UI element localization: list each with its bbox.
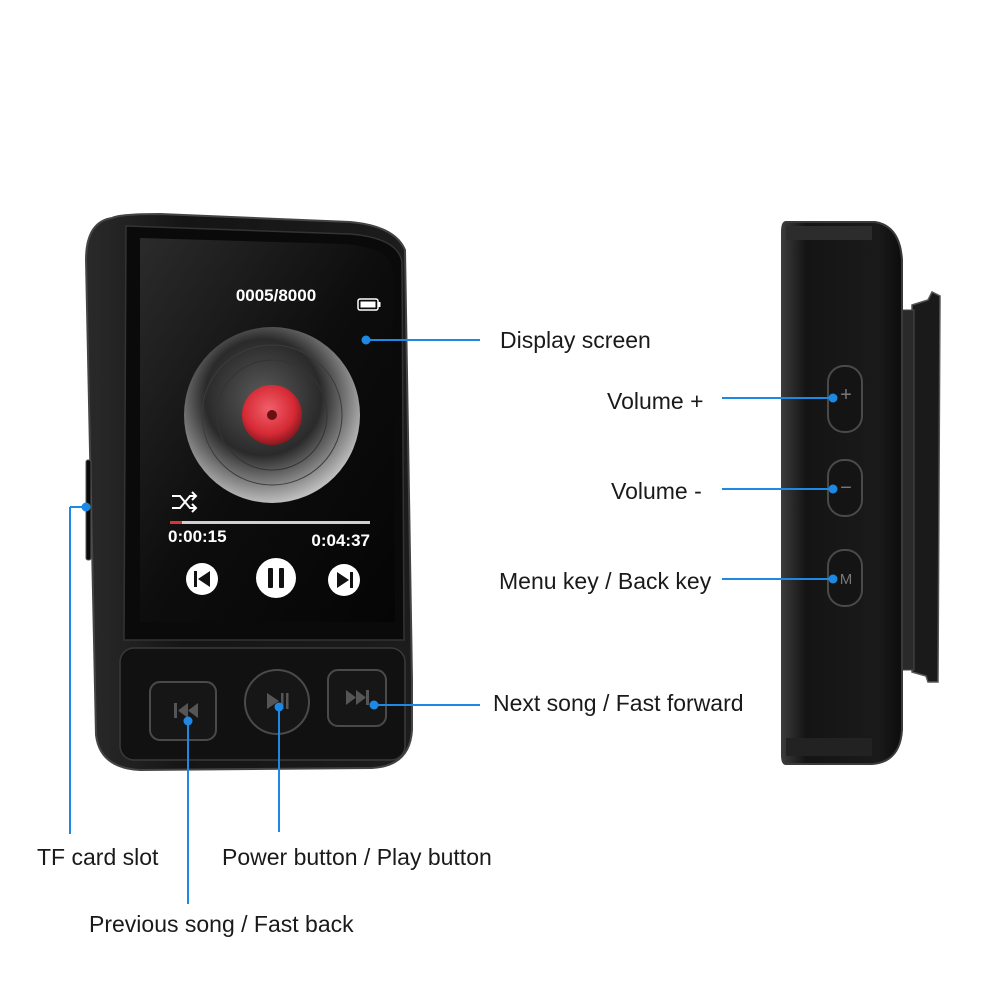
label-volume-up: Volume + — [607, 388, 704, 414]
label-display-screen: Display screen — [500, 327, 651, 353]
progress-track — [170, 521, 370, 524]
screen-previous-icon — [186, 563, 218, 595]
back-clip — [911, 290, 941, 683]
screen-next-icon — [328, 564, 360, 596]
label-next-song: Next song / Fast forward — [493, 690, 744, 716]
front-device: 0005/8000 0:00:15 0:04:37 — [84, 212, 413, 772]
play-pause-icon — [267, 693, 289, 709]
callout-dot-next — [369, 700, 379, 710]
callout-dot-display — [361, 335, 371, 345]
callout-dot-volume-up — [828, 393, 838, 403]
track-counter: 0005/8000 — [236, 286, 316, 305]
plus-symbol: + — [840, 384, 852, 406]
menu-symbol: M — [840, 571, 853, 588]
progress-fill — [170, 521, 182, 524]
label-volume-down: Volume - — [611, 478, 702, 504]
next-song-button[interactable] — [327, 669, 387, 727]
callout-dots — [81, 335, 838, 726]
label-menu-key: Menu key / Back key — [499, 568, 712, 594]
power-play-button[interactable] — [244, 669, 310, 735]
progress-bar[interactable] — [170, 521, 370, 524]
label-previous-song: Previous song / Fast back — [89, 911, 354, 937]
callout-dot-volume-down — [828, 484, 838, 494]
callout-lines — [69, 339, 835, 904]
side-device: + − M — [781, 221, 941, 765]
battery-icon — [357, 298, 381, 311]
vinyl-disc-icon — [184, 327, 360, 503]
screen-pause-icon — [256, 558, 296, 598]
callout-dot-power — [274, 702, 284, 712]
menu-back-key[interactable]: M — [827, 549, 863, 607]
elapsed-time: 0:00:15 — [168, 527, 227, 546]
rewind-icon — [174, 703, 198, 718]
label-tf-card-slot: TF card slot — [37, 844, 159, 870]
total-time: 0:04:37 — [311, 531, 370, 550]
label-power-button: Power button / Play button — [222, 844, 492, 870]
side-edge-bottom — [786, 738, 872, 756]
callout-dot-previous — [183, 716, 193, 726]
minus-symbol: − — [840, 477, 852, 499]
callout-dot-tf-card — [81, 502, 91, 512]
shuffle-icon — [172, 491, 198, 513]
callout-dot-menu — [828, 574, 838, 584]
fast-forward-icon — [346, 690, 369, 705]
side-edge-top — [786, 226, 872, 240]
previous-song-button[interactable] — [149, 681, 217, 741]
